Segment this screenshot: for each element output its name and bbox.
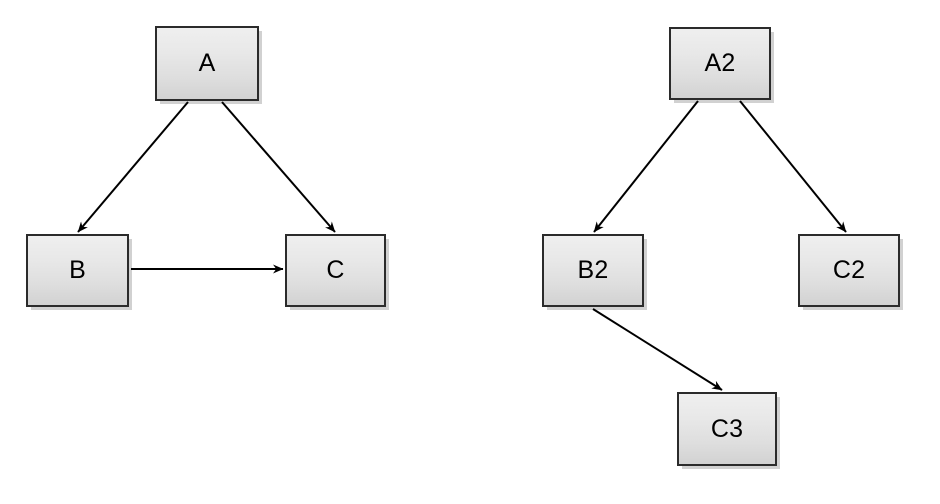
edge-a-to-b — [77, 101, 189, 233]
node-c3[interactable]: C3 — [677, 392, 777, 466]
edge-a2-to-c2 — [739, 100, 847, 233]
node-label: A2 — [704, 49, 736, 77]
node-label: C3 — [710, 414, 744, 443]
node-b2[interactable]: B2 — [542, 234, 644, 307]
edge-b2-to-c3 — [592, 308, 723, 391]
edge-a2-to-b2 — [593, 100, 699, 233]
node-label: A — [198, 49, 216, 77]
node-b[interactable]: B — [26, 234, 129, 307]
node-a[interactable]: A — [155, 26, 259, 101]
node-label: C — [326, 256, 345, 284]
node-a2[interactable]: A2 — [669, 27, 771, 100]
edge-a-to-c — [221, 101, 336, 233]
node-c2[interactable]: C2 — [798, 234, 900, 307]
edges-group — [77, 100, 847, 391]
node-label: B2 — [577, 256, 609, 284]
node-label: C2 — [832, 256, 866, 284]
node-label: B — [69, 256, 86, 284]
node-c[interactable]: C — [285, 234, 386, 307]
